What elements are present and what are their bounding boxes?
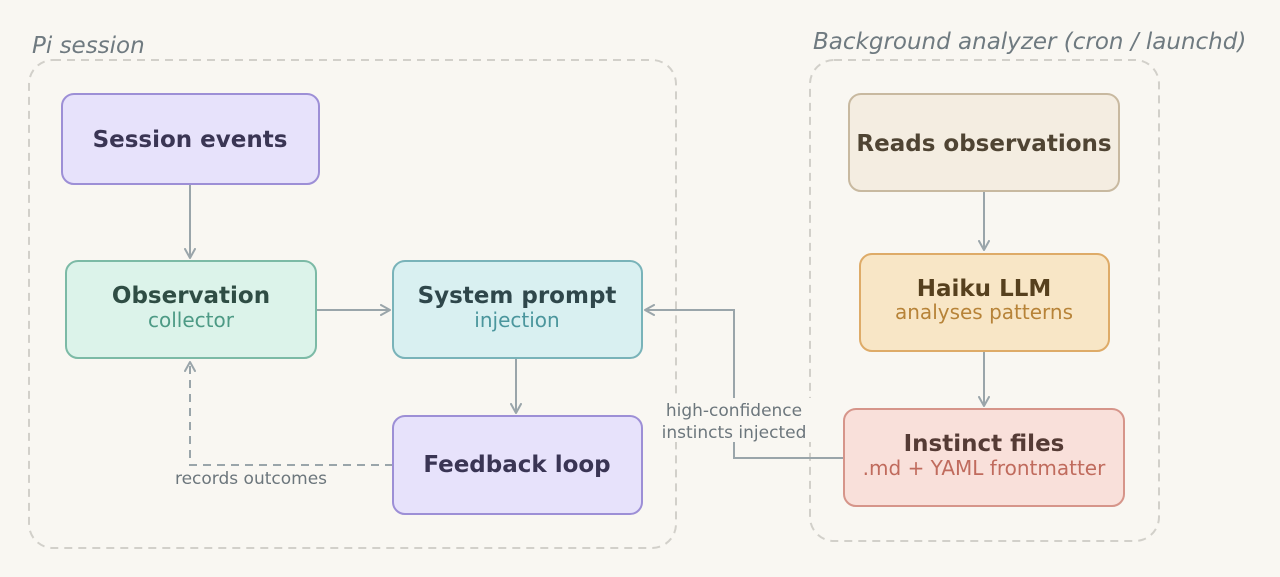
- edge-label-line-1: high-confidence: [666, 401, 802, 421]
- node-session-events-box: [61, 93, 320, 185]
- edge-instinct-to-prompt: [644, 304, 843, 459]
- node-session-events-title: Session events: [93, 127, 288, 153]
- node-reads-observations-box: [848, 93, 1120, 192]
- edge-feedback-to-observation: [184, 361, 393, 466]
- node-instinct-files-box: [843, 408, 1125, 507]
- node-observation-box: [65, 260, 317, 359]
- node-system-prompt-box: [392, 260, 643, 359]
- node-haiku-llm-box: [859, 253, 1110, 352]
- node-feedback-loop-title: Feedback loop: [423, 452, 610, 478]
- node-system-prompt-title: System prompt: [418, 283, 617, 309]
- node-haiku-llm: Haiku LLM analyses patterns: [859, 253, 1110, 352]
- node-observation: Observation collector: [65, 260, 317, 359]
- group-background-analyzer: Background analyzer (cron / launchd): [809, 29, 1246, 542]
- node-observation-title: Observation: [112, 283, 270, 309]
- node-reads-observations-title: Reads observations: [856, 131, 1111, 157]
- node-reads-observations: Reads observations: [848, 93, 1120, 192]
- node-instinct-files-subtitle: .md + YAML frontmatter: [863, 456, 1106, 480]
- node-system-prompt-subtitle: injection: [474, 308, 559, 332]
- edge-label-instincts-injected: high-confidence instincts injected: [656, 398, 812, 443]
- node-instinct-files: Instinct files .md + YAML frontmatter: [843, 408, 1125, 507]
- node-instinct-files-title: Instinct files: [904, 431, 1065, 457]
- node-haiku-llm-title: Haiku LLM: [917, 276, 1052, 302]
- edge-label-records-outcomes: records outcomes: [175, 469, 327, 489]
- group-pi-session-title: Pi session: [32, 33, 145, 59]
- group-pi-session: Pi session: [28, 33, 677, 549]
- group-background-title: Background analyzer (cron / launchd): [813, 29, 1246, 55]
- node-feedback-loop: Feedback loop: [392, 415, 643, 515]
- group-background-frame: [809, 59, 1160, 542]
- edge-label-line-2: instincts injected: [662, 423, 807, 443]
- edge-label-background: [656, 398, 812, 442]
- node-haiku-llm-subtitle: analyses patterns: [895, 300, 1073, 324]
- node-system-prompt: System prompt injection: [392, 260, 643, 359]
- group-pi-session-frame: [28, 59, 677, 549]
- node-observation-subtitle: collector: [148, 308, 235, 332]
- node-session-events: Session events: [61, 93, 320, 185]
- edges: [184, 184, 990, 466]
- node-feedback-loop-box: [392, 415, 643, 515]
